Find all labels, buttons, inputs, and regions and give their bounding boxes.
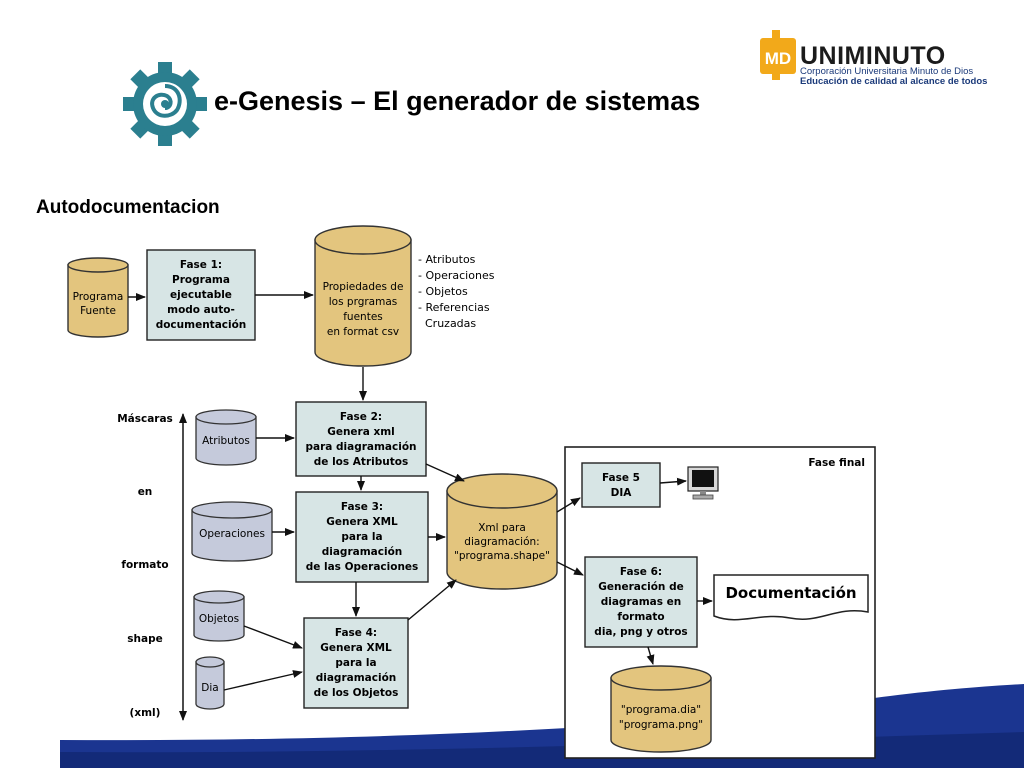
arrow-xml-fase5 — [556, 497, 581, 513]
fase1-line: Fase 1: — [180, 259, 222, 271]
propiedades-list-item: - Operaciones — [418, 269, 495, 282]
propiedades-list-item: Cruzadas — [418, 317, 476, 330]
atributos-label: Atributos — [202, 435, 250, 447]
cylinder-operaciones: Operaciones — [191, 501, 273, 562]
fase3-line: Genera XML — [326, 516, 398, 528]
fase4-line: Genera XML — [320, 642, 392, 654]
fase1-line: Programa — [172, 274, 230, 286]
propiedades-line: en format csv — [327, 326, 399, 338]
cylinder-xml-shape: Xml para diagramación: "programa.shape" — [446, 473, 558, 590]
fase4-line: diagramación — [316, 672, 397, 684]
arrow-fase5-monitor — [659, 477, 687, 486]
salidas-line: "programa.png" — [619, 719, 703, 731]
propiedades-list-item: - Atributos — [418, 253, 476, 266]
fase5-line: DIA — [611, 487, 633, 499]
fase6-line: formato — [617, 611, 664, 623]
uniminuto-logo-icon: MD — [760, 30, 796, 80]
logo-tagline-2: Educación de calidad al alcance de todos — [800, 76, 988, 87]
logo-tagline-1: Corporación Universitaria Minuto de Dios — [800, 66, 974, 77]
arrow-xml-fase6 — [556, 561, 584, 576]
fase3-box: Fase 3: Genera XML para la diagramación … — [295, 491, 429, 583]
xml-shape-line: "programa.shape" — [454, 550, 550, 562]
documentacion-label: Documentación — [725, 584, 856, 602]
propiedades-line: los prgramas — [329, 296, 398, 308]
dia-label: Dia — [201, 682, 218, 694]
fase1-line: documentación — [156, 319, 247, 331]
fase4-line: de los Objetos — [314, 687, 399, 699]
page-title: e-Genesis – El generador de sistemas — [214, 86, 701, 116]
fase6-box: Fase 6: Generación de diagramas en forma… — [584, 556, 698, 648]
fase1-line: modo auto- — [167, 304, 235, 316]
programa-fuente-line: Fuente — [80, 305, 116, 317]
fase2-line: de los Atributos — [314, 456, 408, 468]
gear-icon — [123, 62, 207, 146]
operaciones-label: Operaciones — [199, 528, 265, 540]
propiedades-list: - Atributos - Operaciones - Objetos - Re… — [418, 253, 495, 330]
arrow-fase4-xml — [407, 579, 457, 621]
cylinder-salidas: "programa.dia" "programa.png" — [610, 665, 712, 753]
programa-fuente-line: Programa — [73, 291, 124, 303]
mascaras-label: (xml) — [130, 707, 161, 719]
monitor-icon — [687, 466, 719, 500]
fase2-line: para diagramación — [305, 441, 416, 453]
arrow-fase2-xml — [425, 463, 465, 482]
propiedades-line: fuentes — [343, 311, 383, 323]
fase4-line: Fase 4: — [335, 627, 377, 639]
xml-shape-line: Xml para — [478, 522, 526, 534]
xml-shape-line: diagramación: — [464, 536, 539, 548]
fase4-line: para la — [335, 657, 376, 669]
fase6-line: Generación de — [598, 581, 683, 593]
fase3-line: para la — [341, 531, 382, 543]
propiedades-line: Propiedades de — [323, 281, 404, 293]
arrow-dia-fase4 — [223, 670, 303, 691]
fase6-line: diagramas en — [601, 596, 682, 608]
mascaras-label: en — [138, 486, 153, 498]
mascaras-labels: Máscaras en formato shape (xml) — [117, 413, 173, 719]
cylinder-objetos: Objetos — [193, 590, 245, 642]
objetos-label: Objetos — [199, 613, 239, 625]
arrow-objetos-fase4 — [243, 625, 303, 649]
salidas-line: "programa.dia" — [621, 704, 701, 716]
cylinder-propiedades: Propiedades de los prgramas fuentes en f… — [314, 225, 412, 367]
fase2-line: Fase 2: — [340, 411, 382, 423]
fase5-line: Fase 5 — [602, 472, 640, 484]
fase4-box: Fase 4: Genera XML para la diagramación … — [303, 617, 409, 709]
fase2-box: Fase 2: Genera xml para diagramación de … — [295, 401, 427, 477]
cylinder-dia: Dia — [195, 656, 225, 710]
propiedades-list-item: - Referencias — [418, 301, 490, 314]
cylinder-programa-fuente: Programa Fuente — [67, 257, 129, 338]
documentacion-document: Documentación — [713, 574, 869, 621]
logo-name: UNIMINUTO — [800, 42, 946, 70]
fase2-line: Genera xml — [327, 426, 395, 438]
fase1-line: ejecutable — [170, 289, 232, 301]
connectors — [128, 291, 713, 691]
logo-monogram: MD — [765, 49, 791, 68]
fase5-box: Fase 5 DIA — [581, 462, 661, 508]
fase3-line: de las Operaciones — [306, 561, 419, 573]
fase3-line: Fase 3: — [341, 501, 383, 513]
fase3-line: diagramación — [322, 546, 403, 558]
propiedades-list-item: - Objetos — [418, 285, 468, 298]
mascaras-label: shape — [127, 633, 162, 645]
fase-final-label: Fase final — [808, 457, 865, 469]
fase1-box: Fase 1: Programa ejecutable modo auto- d… — [146, 249, 256, 341]
mascaras-label: Máscaras — [117, 413, 173, 425]
fase6-line: dia, png y otros — [594, 626, 687, 638]
arrow-fase6-salidas — [646, 646, 655, 665]
fase6-line: Fase 6: — [620, 566, 662, 578]
mascaras-label: formato — [121, 559, 168, 571]
cylinder-atributos: Atributos — [195, 409, 257, 466]
section-subtitle: Autodocumentacion — [36, 197, 220, 218]
